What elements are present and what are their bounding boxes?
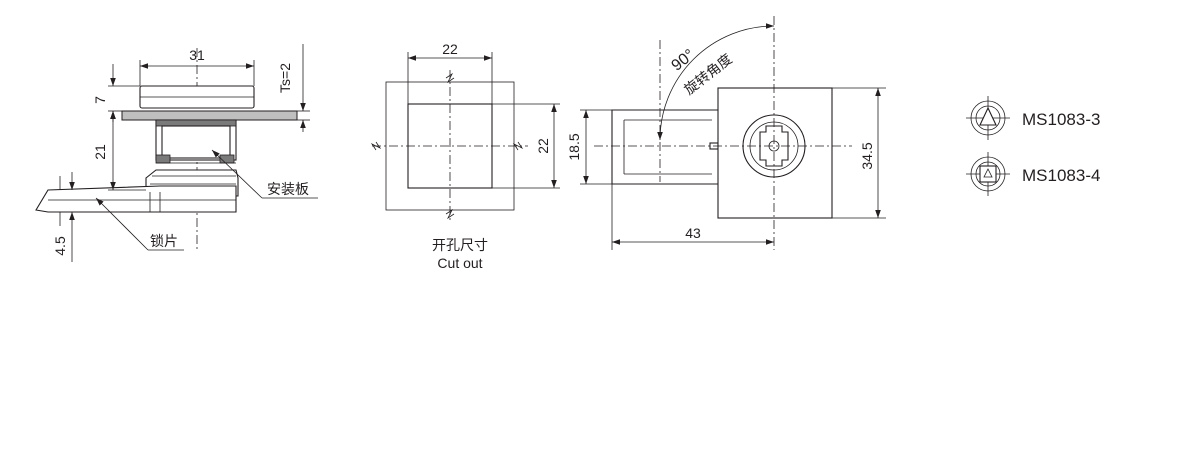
legend-item: MS1083-4 — [966, 152, 1100, 196]
dim-body-height: 21 — [92, 144, 108, 160]
label-panel: 安装板 — [267, 181, 309, 197]
side-view: 31 7 21 Ts=2 4.5 安装板 锁片 — [35, 44, 318, 262]
front-lock-body — [717, 87, 833, 219]
legend-model-label: MS1083-4 — [1022, 166, 1100, 185]
dim-top-width: 31 — [189, 47, 205, 63]
dim-cutout-height: 22 — [535, 138, 551, 154]
dim-head-height: 7 — [92, 96, 108, 104]
dim-total-length: 43 — [685, 225, 701, 241]
cutout-caption-en: Cut out — [437, 255, 482, 271]
cam-arm — [611, 109, 721, 185]
triangle-in-circle-icon — [966, 96, 1010, 140]
dim-cam-width: 18.5 — [566, 133, 582, 160]
rotation-arc — [657, 23, 775, 141]
cam-plate — [35, 185, 237, 213]
dim-panel-thickness: Ts=2 — [277, 63, 293, 93]
cutout-caption-cn: 开孔尺寸 — [432, 237, 488, 253]
front-view: 90° 旋转角度 18.5 34.5 43 — [566, 16, 886, 250]
square-in-circle-icon — [966, 152, 1010, 196]
cutout-view: 22 22 开孔尺寸 Cut out — [370, 41, 560, 271]
mounting-panel — [121, 110, 298, 121]
dim-body-height-front: 34.5 — [859, 142, 875, 169]
dim-cutout-width: 22 — [442, 41, 458, 57]
dim-cam-thickness: 4.5 — [52, 236, 68, 256]
dim-rotation: 90° — [668, 46, 698, 74]
label-cam: 锁片 — [150, 233, 178, 249]
model-legend: MS1083-3 MS1083-4 — [966, 96, 1100, 196]
legend-model-label: MS1083-3 — [1022, 110, 1100, 129]
legend-item: MS1083-3 — [966, 96, 1100, 140]
